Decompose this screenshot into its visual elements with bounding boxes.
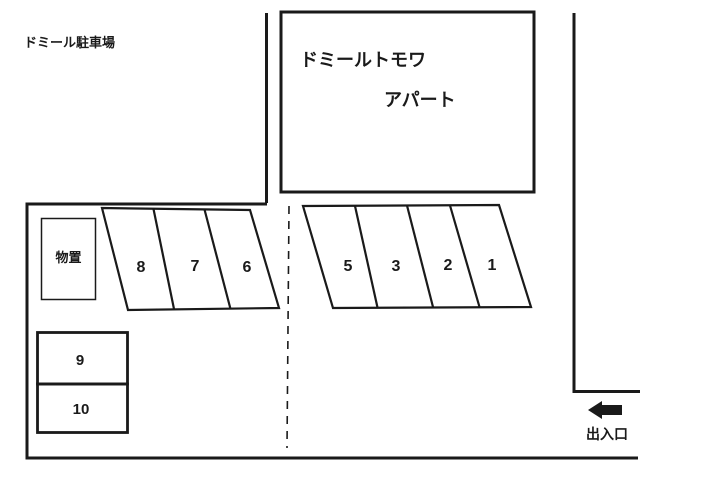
storage-shed: 物置 [40,217,97,301]
row-left-divider-2 [203,209,232,310]
building-block: ドミールトモワ アパート [279,10,536,194]
entrance-label: 出入口 [586,426,628,442]
row-right-divider-1 [353,205,379,308]
space-label-8: 8 [137,259,146,276]
space-box-10 [36,382,129,434]
space-label-9: 9 [76,352,84,369]
building-outline [279,10,536,194]
parking-row-upper-right: 5 3 2 1 [301,203,533,310]
space-label-1: 1 [488,257,497,274]
space-label-6: 6 [243,259,252,276]
space-label-10: 10 [73,401,90,418]
space-label-5: 5 [344,258,353,275]
space-label-3: 3 [392,258,401,275]
row-left-divider-1 [152,208,176,310]
row-right-divider-3 [448,205,481,308]
row-left-outline [100,206,281,312]
row-right-outline [301,203,533,310]
lot-dashed-divider [286,205,290,449]
space-label-2: 2 [444,257,453,274]
arrow-left-icon [588,401,622,419]
site-title: ドミール駐車場 [24,35,115,50]
parking-row-upper-left: 8 7 6 [100,206,281,312]
building-name-line1: ドミールトモワ [300,50,426,70]
storage-label: 物置 [55,250,81,265]
space-label-7: 7 [191,258,200,275]
row-right-divider-2 [405,205,435,308]
building-name-line2: アパート [384,90,456,110]
storage-outline [40,217,97,301]
entrance-marker: 出入口 [586,401,628,442]
lot-boundary [25,202,638,460]
parking-column-lower-left: 9 10 [36,331,129,434]
